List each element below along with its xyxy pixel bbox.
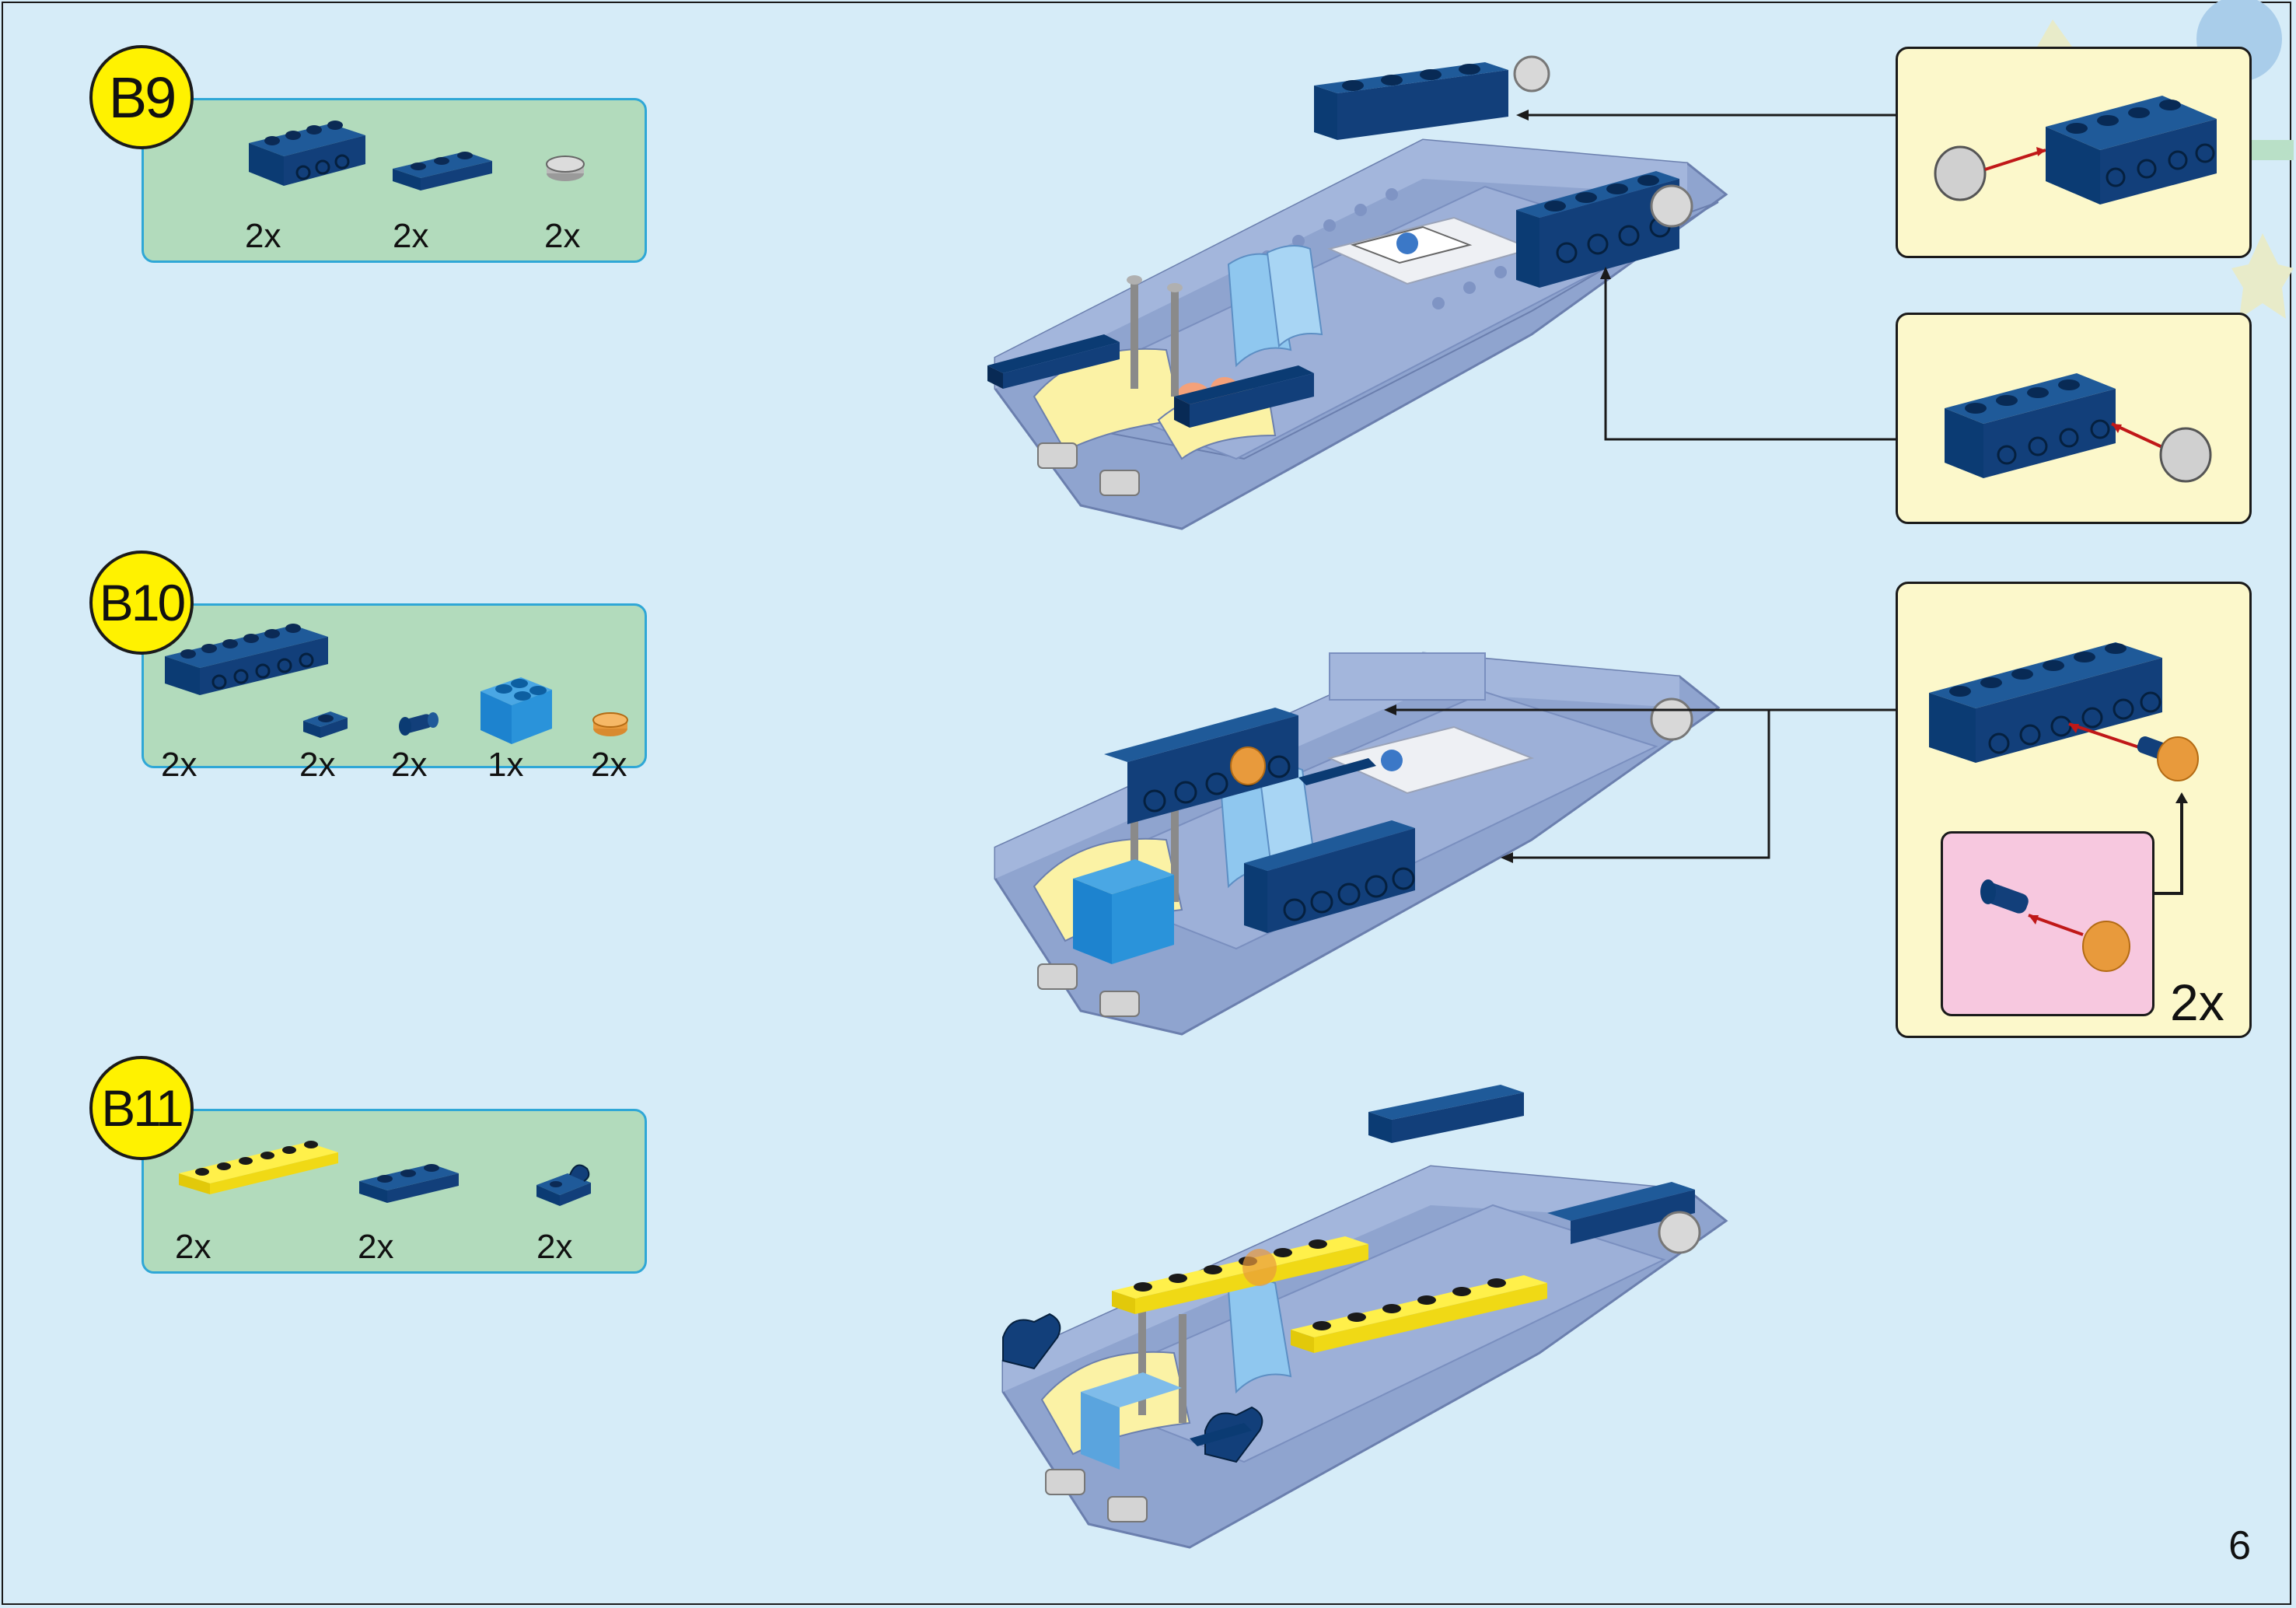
parts-box-b10: 2x 2x 2x 1x 2x [142, 603, 647, 784]
part-qty-1: 2x [175, 1228, 211, 1266]
plate-1x3-icon [359, 1164, 459, 1203]
callout-b9-top [1896, 47, 2252, 258]
parts-box-b9: 2x 2x 2x [142, 98, 647, 263]
pin-icon [399, 712, 439, 736]
part-qty-2: 2x [358, 1228, 394, 1266]
part-qty-3: 2x [544, 217, 581, 255]
callout-b9-bottom [1896, 313, 2252, 524]
boat-model-b10 [994, 652, 1721, 1036]
parts-box-b11: 2x 2x 2x [142, 1109, 647, 1274]
round-tile-1x1-orange-icon [592, 712, 628, 736]
plate-1x1-icon [303, 711, 348, 738]
plate-1x6-icon [179, 1141, 338, 1194]
connector-arrow-icon [2147, 792, 2188, 895]
brick-1x4-technic-icon [249, 121, 365, 186]
part-qty-3: 2x [391, 746, 428, 784]
step-badge-b11: B11 [89, 1056, 194, 1160]
subcallout-pin-assembly [1941, 831, 2154, 1016]
boat-model-b11 [1001, 1085, 1728, 1549]
part-qty-3: 2x [536, 1228, 573, 1266]
part-qty-4: 1x [488, 746, 524, 784]
clip-plate-icon [536, 1164, 591, 1206]
boat-model-b9 [987, 55, 1728, 530]
plate-1x3-icon [393, 152, 492, 191]
step-badge-b10: B10 [89, 551, 194, 655]
brick-2x2-icon [481, 677, 552, 744]
part-qty-1: 2x [245, 217, 281, 255]
part-qty-2: 2x [299, 746, 336, 784]
callout-b9-top-diagram [1934, 96, 2217, 204]
step-badge-b9: B9 [89, 45, 194, 149]
callout-b10-diagram [1929, 642, 2199, 781]
round-tile-1x1-icon [546, 156, 585, 181]
callout-b10: 2x [1896, 582, 2252, 1038]
brick-1x6-technic-icon [165, 624, 328, 695]
callout-multiplier: 2x [2170, 974, 2224, 1031]
part-qty-5: 2x [591, 746, 627, 784]
pin-assembly-diagram [1980, 879, 2130, 972]
part-qty-2: 2x [393, 217, 429, 255]
page-number: 6 [2228, 1523, 2251, 1568]
callout-b9-bottom-diagram [1945, 373, 2212, 483]
part-qty-1: 2x [161, 746, 197, 784]
